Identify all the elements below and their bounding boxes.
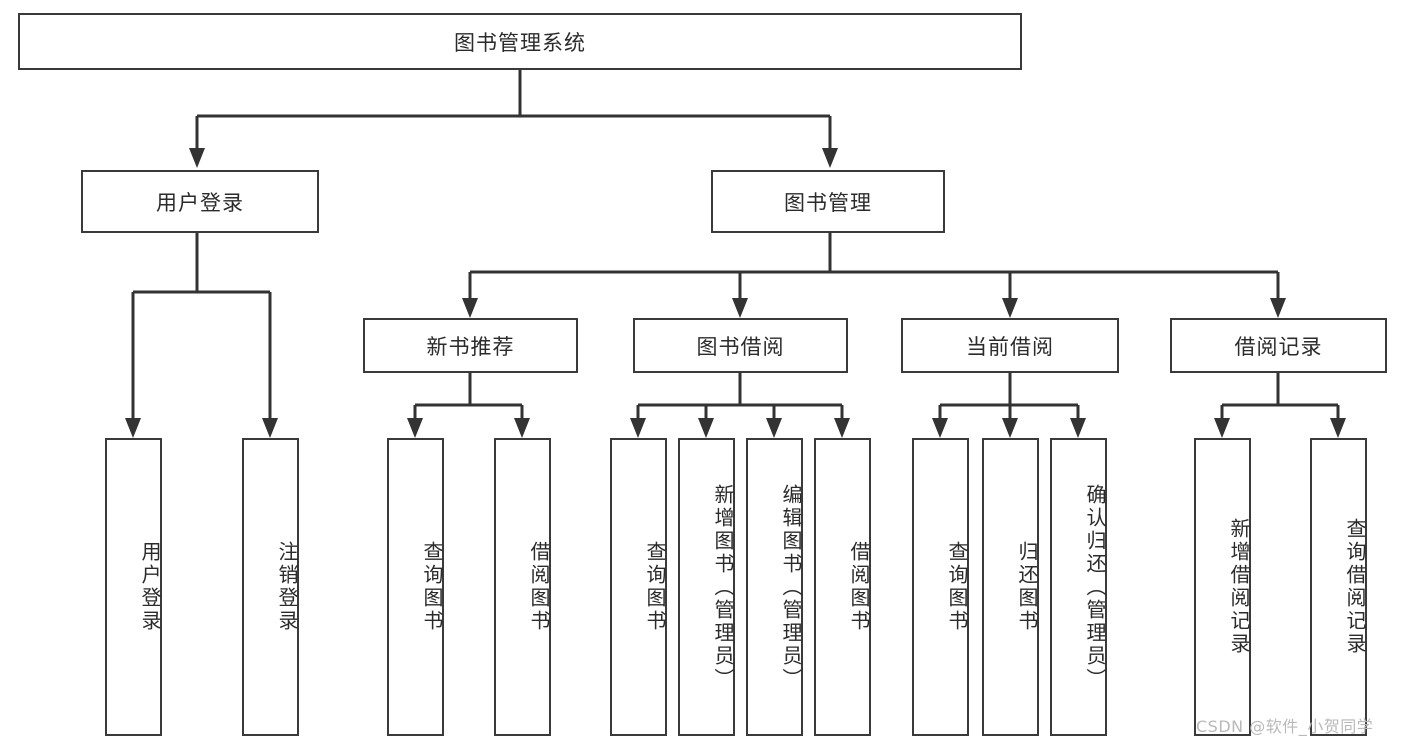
arrowhead-borrow-leaf2 bbox=[698, 418, 714, 438]
node-leaf-current-confirm-return-admin[interactable]: 确认归还（管理员） bbox=[1050, 438, 1107, 736]
node-new-book-recommend[interactable]: 新书推荐 bbox=[363, 318, 578, 373]
node-leaf-borrow-borrow-book[interactable]: 借阅图书 bbox=[814, 438, 871, 736]
node-root[interactable]: 图书管理系统 bbox=[18, 13, 1022, 70]
node-leaf-borrow-edit-book-admin[interactable]: 编辑图书（管理员） bbox=[746, 438, 803, 736]
node-book-management-label: 图书管理 bbox=[784, 190, 872, 215]
node-leaf-logout[interactable]: 注销登录 bbox=[242, 438, 299, 736]
arrowhead-borrow-leaf4 bbox=[834, 418, 850, 438]
arrowhead-newbook-leaf1 bbox=[407, 418, 423, 438]
node-current-borrow[interactable]: 当前借阅 bbox=[901, 318, 1119, 373]
node-leaf-borrow-borrow-book-label: 借阅图书 bbox=[847, 541, 871, 633]
arrowhead-record-leaf2 bbox=[1330, 418, 1346, 438]
node-leaf-logout-label: 注销登录 bbox=[275, 541, 299, 633]
node-leaf-current-confirm-return-admin-label: 确认归还（管理员） bbox=[1083, 483, 1107, 691]
node-leaf-borrow-query-book-label: 查询图书 bbox=[643, 541, 667, 633]
arrowhead-newbook-leaf2 bbox=[514, 418, 530, 438]
node-leaf-record-query-record[interactable]: 查询借阅记录 bbox=[1310, 438, 1367, 736]
node-book-borrow[interactable]: 图书借阅 bbox=[633, 318, 848, 373]
arrowhead-current-leaf3 bbox=[1070, 418, 1086, 438]
node-leaf-borrow-add-book-admin-label: 新增图书（管理员） bbox=[711, 483, 735, 691]
node-leaf-newbook-borrow-book[interactable]: 借阅图书 bbox=[494, 438, 551, 736]
arrowhead-borrow bbox=[732, 298, 748, 318]
node-book-borrow-label: 图书借阅 bbox=[696, 334, 785, 359]
node-leaf-borrow-edit-book-admin-label: 编辑图书（管理员） bbox=[779, 483, 803, 691]
arrowhead-record bbox=[1270, 298, 1286, 318]
node-leaf-newbook-borrow-book-label: 借阅图书 bbox=[527, 541, 551, 633]
arrowhead-login-leaf1 bbox=[125, 418, 141, 438]
arrowhead-login bbox=[189, 148, 205, 168]
node-book-management[interactable]: 图书管理 bbox=[711, 170, 945, 233]
node-root-label: 图书管理系统 bbox=[454, 30, 586, 55]
node-leaf-borrow-add-book-admin[interactable]: 新增图书（管理员） bbox=[678, 438, 735, 736]
node-leaf-borrow-query-book[interactable]: 查询图书 bbox=[610, 438, 667, 736]
arrowhead-current bbox=[1002, 298, 1018, 318]
arrowhead-current-leaf2 bbox=[1002, 418, 1018, 438]
arrowhead-borrow-leaf3 bbox=[766, 418, 782, 438]
arrowhead-borrow-leaf1 bbox=[630, 418, 646, 438]
node-leaf-current-return-book-label: 归还图书 bbox=[1015, 541, 1039, 633]
node-leaf-record-query-record-label: 查询借阅记录 bbox=[1343, 518, 1367, 656]
arrowhead-record-leaf1 bbox=[1214, 418, 1230, 438]
node-borrow-record-label: 借阅记录 bbox=[1234, 334, 1323, 359]
node-leaf-newbook-query-book[interactable]: 查询图书 bbox=[387, 438, 444, 736]
node-leaf-record-add-record[interactable]: 新增借阅记录 bbox=[1194, 438, 1251, 736]
node-borrow-record[interactable]: 借阅记录 bbox=[1170, 318, 1387, 373]
arrowhead-login-leaf2 bbox=[262, 418, 278, 438]
node-leaf-newbook-query-book-label: 查询图书 bbox=[420, 541, 444, 633]
node-current-borrow-label: 当前借阅 bbox=[966, 334, 1054, 359]
node-leaf-record-add-record-label: 新增借阅记录 bbox=[1227, 518, 1251, 656]
arrowhead-bookmgmt bbox=[822, 148, 838, 168]
node-leaf-current-return-book[interactable]: 归还图书 bbox=[982, 438, 1039, 736]
node-leaf-current-query-book[interactable]: 查询图书 bbox=[912, 438, 969, 736]
node-user-login[interactable]: 用户登录 bbox=[81, 170, 319, 233]
node-user-login-label: 用户登录 bbox=[156, 190, 244, 215]
node-leaf-user-login[interactable]: 用户登录 bbox=[105, 438, 162, 736]
arrowhead-current-leaf1 bbox=[932, 418, 948, 438]
node-leaf-user-login-label: 用户登录 bbox=[138, 541, 162, 633]
arrowhead-newbook bbox=[462, 298, 478, 318]
node-new-book-recommend-label: 新书推荐 bbox=[426, 334, 515, 359]
node-leaf-current-query-book-label: 查询图书 bbox=[945, 541, 969, 633]
